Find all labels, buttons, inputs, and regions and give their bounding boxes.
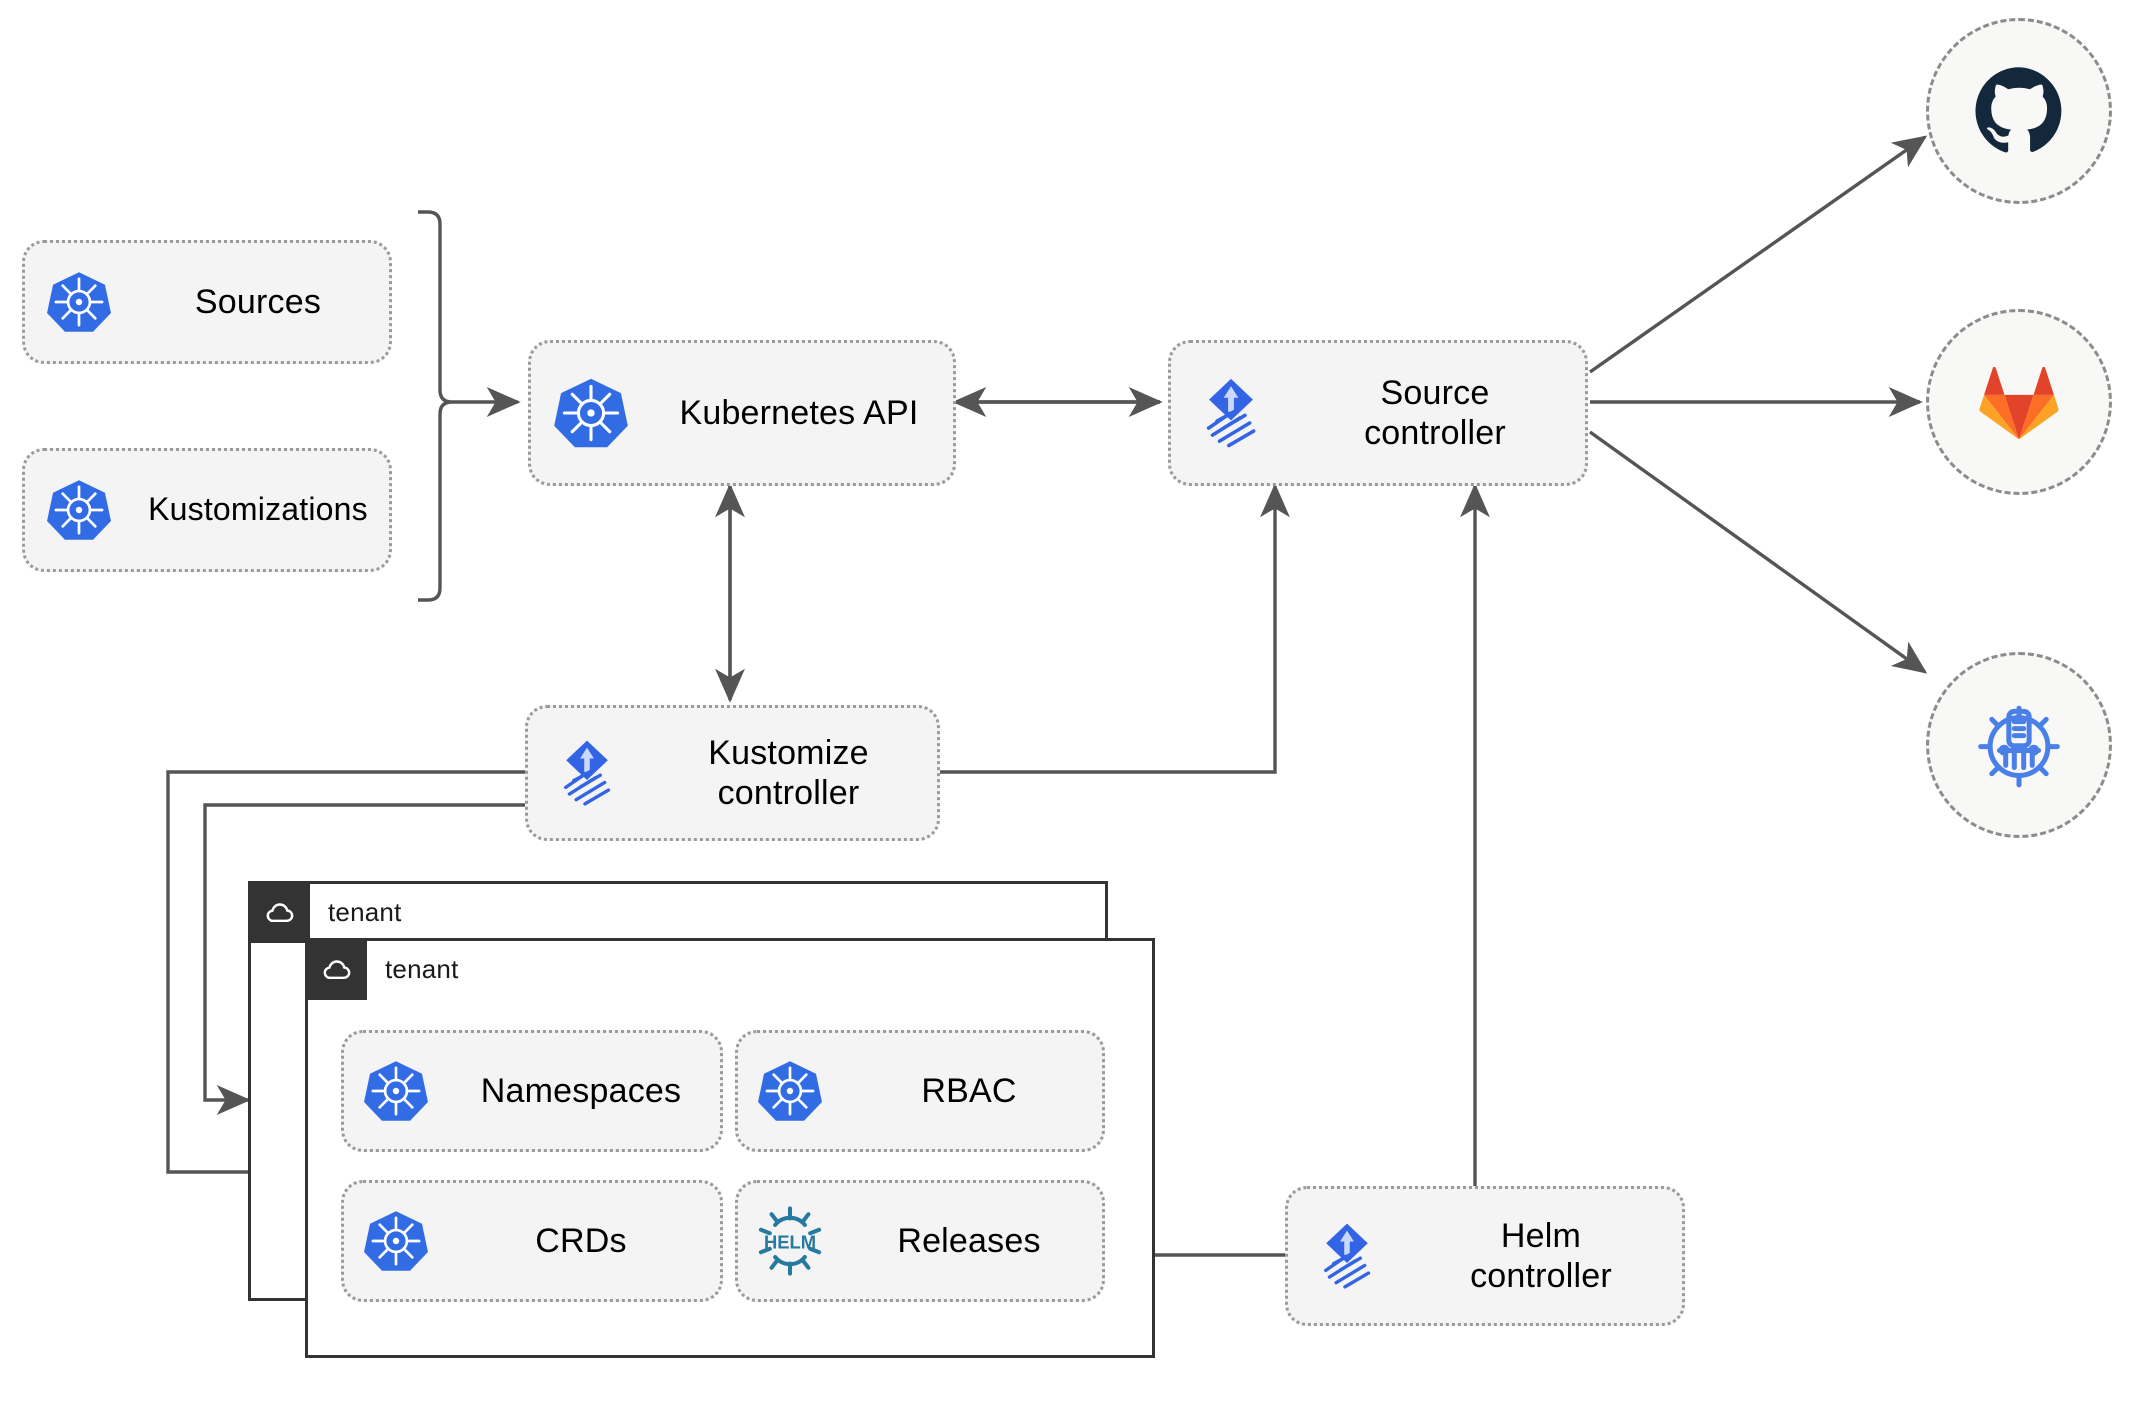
cloud-icon — [248, 881, 310, 943]
kubernetes-icon — [531, 375, 651, 451]
tenant-header-2: tenant — [305, 938, 459, 1000]
card-kubernetes-api[interactable]: Kubernetes API — [528, 340, 956, 486]
helm-icon: HELM — [738, 1203, 842, 1279]
registry-icon — [1978, 705, 2060, 788]
edge-source-to-github — [1589, 135, 1928, 374]
card-label: Source controller — [1364, 373, 1506, 452]
card-label: RBAC — [921, 1071, 1017, 1110]
flux-icon — [1288, 1219, 1406, 1293]
tenant-label-1: tenant — [328, 896, 402, 927]
tenant-label-2: tenant — [385, 953, 459, 984]
flux-icon — [528, 736, 646, 810]
card-sources[interactable]: Sources — [22, 240, 392, 364]
card-releases[interactable]: HELM Releases — [735, 1180, 1105, 1302]
edge-kustomize-to-source — [938, 483, 1290, 774]
cloud-icon — [305, 938, 367, 1000]
card-label: Namespaces — [480, 1071, 682, 1110]
card-kustomize-controller[interactable]: Kustomize controller — [525, 705, 940, 841]
tenant-header-1: tenant — [248, 881, 402, 943]
kubernetes-icon — [344, 1208, 448, 1274]
external-container-registry[interactable] — [1926, 652, 2112, 838]
flux-icon — [1171, 374, 1291, 452]
gitlab-icon — [1979, 366, 2059, 440]
card-namespaces[interactable]: Namespaces — [341, 1030, 723, 1152]
card-label: CRDs — [535, 1221, 627, 1260]
kubernetes-icon — [25, 477, 133, 543]
kubernetes-icon — [25, 269, 133, 335]
external-gitlab[interactable] — [1926, 309, 2112, 495]
card-crds[interactable]: CRDs — [341, 1180, 723, 1302]
card-label: Helm controller — [1470, 1216, 1612, 1295]
card-source-controller[interactable]: Source controller — [1168, 340, 1588, 486]
card-label: Releases — [897, 1221, 1041, 1260]
bracket-sources-group — [418, 210, 453, 602]
card-label: Kustomize controller — [708, 733, 869, 812]
card-kustomizations[interactable]: Kustomizations — [22, 448, 392, 572]
card-label: Kustomizations — [148, 491, 368, 528]
card-label: Kubernetes API — [679, 393, 919, 432]
kubernetes-icon — [738, 1058, 842, 1124]
edge-source-to-registry — [1589, 430, 1928, 674]
card-helm-controller[interactable]: Helm controller — [1285, 1186, 1685, 1326]
card-rbac[interactable]: RBAC — [735, 1030, 1105, 1152]
kubernetes-icon — [344, 1058, 448, 1124]
svg-text:HELM: HELM — [764, 1232, 816, 1253]
card-label: Sources — [194, 282, 322, 321]
github-icon — [1975, 67, 2062, 153]
external-github[interactable] — [1926, 18, 2112, 204]
